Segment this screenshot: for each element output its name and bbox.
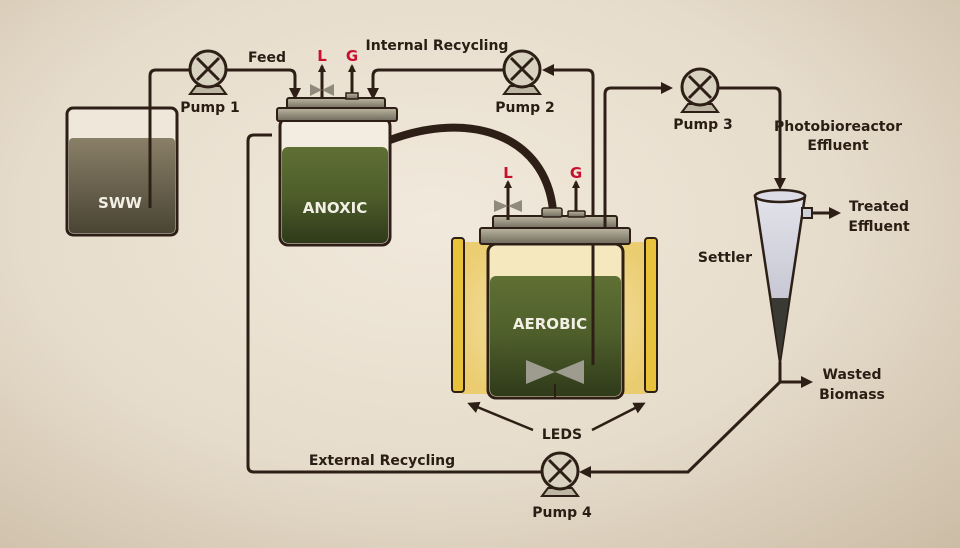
pump-4-label: Pump 4 [532, 505, 592, 521]
treated-effluent-label-2: Effluent [848, 219, 910, 235]
valve-icon[interactable] [310, 84, 334, 96]
anoxic-reactor: ANOXIC L G [276, 47, 398, 247]
pump-3[interactable]: Pump 3 [673, 67, 733, 133]
aerobic-gas-port-label: G [570, 164, 582, 182]
pump-2-label: Pump 2 [495, 100, 554, 116]
sww-tank: SWW [65, 106, 179, 237]
aerobic-liquid-port-label: L [503, 164, 513, 182]
pump-3-label: Pump 3 [673, 117, 732, 133]
anoxic-liquid-port-label: L [317, 47, 327, 65]
external-recycling-label: External Recycling [309, 453, 455, 469]
aerobic-photobioreactor: AEROBIC L G [451, 164, 658, 400]
stirrer-icon [526, 360, 584, 384]
pump-4[interactable]: Pump 4 [532, 451, 592, 521]
external-recycle-pipe-a [579, 380, 782, 478]
aerobic-label: AEROBIC [513, 315, 587, 333]
wasted-biomass-label-2: Biomass [819, 387, 885, 403]
led-strip-left [451, 237, 465, 393]
wasted-biomass-label-1: Wasted [823, 367, 882, 383]
anoxic-gas-port-label: G [346, 47, 358, 65]
pump-2[interactable]: Pump 2 [495, 49, 555, 116]
pbr-effluent-pipe [718, 86, 786, 190]
pump-1-label: Pump 1 [180, 100, 239, 116]
sww-to-pump1-pipe [148, 68, 190, 208]
settler: Settler [698, 188, 813, 363]
wasted-biomass-pipe [778, 362, 813, 388]
pbr-effluent-label-2: Effluent [807, 138, 869, 154]
settler-label: Settler [698, 250, 752, 266]
leds-label: LEDS [542, 427, 582, 443]
valve-icon[interactable] [494, 200, 522, 212]
pbr-effluent-label-1: Photobioreactor [774, 119, 902, 135]
internal-recycle-pipe-b [367, 68, 504, 100]
transfer-tube [388, 123, 557, 211]
sww-label: SWW [98, 194, 142, 212]
led-strip-right [644, 237, 658, 393]
pump3-inlet-pipe [603, 82, 673, 216]
anoxic-label: ANOXIC [303, 199, 368, 217]
external-recycle-pipe-b [246, 133, 542, 474]
feed-label: Feed [248, 50, 286, 66]
treated-effluent-label-1: Treated [849, 199, 909, 215]
pump-1[interactable]: Pump 1 [180, 49, 240, 116]
internal-recycle-pipe-a [542, 64, 595, 365]
internal-recycling-label: Internal Recycling [366, 38, 509, 54]
feed-pipe [226, 68, 301, 100]
